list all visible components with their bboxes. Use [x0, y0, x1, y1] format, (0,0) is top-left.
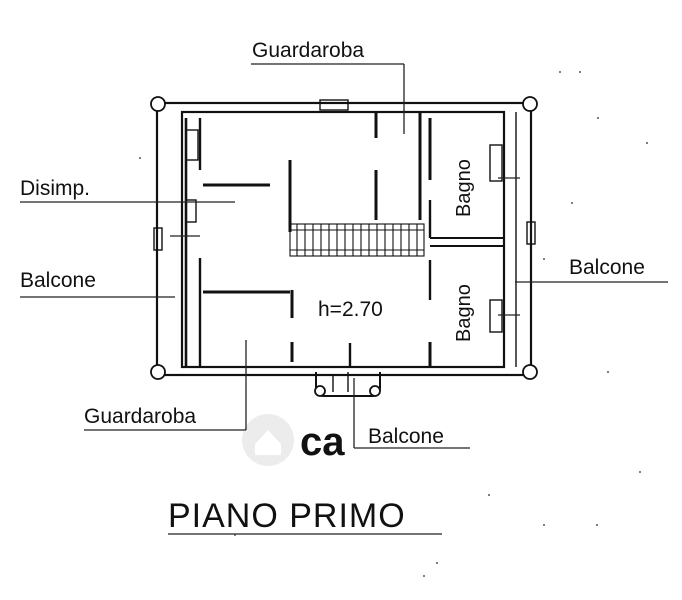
plan-title: PIANO PRIMO [168, 497, 406, 535]
svg-text:ca: ca [300, 420, 345, 464]
label-guardaroba-bottom: Guardaroba [84, 405, 196, 428]
label-bagno-lower: Bagno [453, 284, 475, 342]
leader-lines [20, 63, 668, 449]
interior-walls [184, 112, 504, 366]
label-disimpegno: Disimp. [20, 177, 90, 200]
label-balcone-bottom: Balcone [368, 425, 444, 448]
label-bagno-upper: Bagno [453, 159, 475, 217]
watermark-logo: ca [242, 414, 345, 466]
scan-specks [139, 71, 648, 577]
bottom-balcony [314, 372, 381, 397]
staircase [289, 223, 425, 257]
label-guardaroba-top: Guardaroba [252, 39, 364, 62]
label-balcone-right: Balcone [569, 256, 645, 279]
label-balcone-left: Balcone [20, 269, 96, 292]
label-height: h=2.70 [318, 298, 383, 321]
corner-columns [150, 96, 538, 380]
